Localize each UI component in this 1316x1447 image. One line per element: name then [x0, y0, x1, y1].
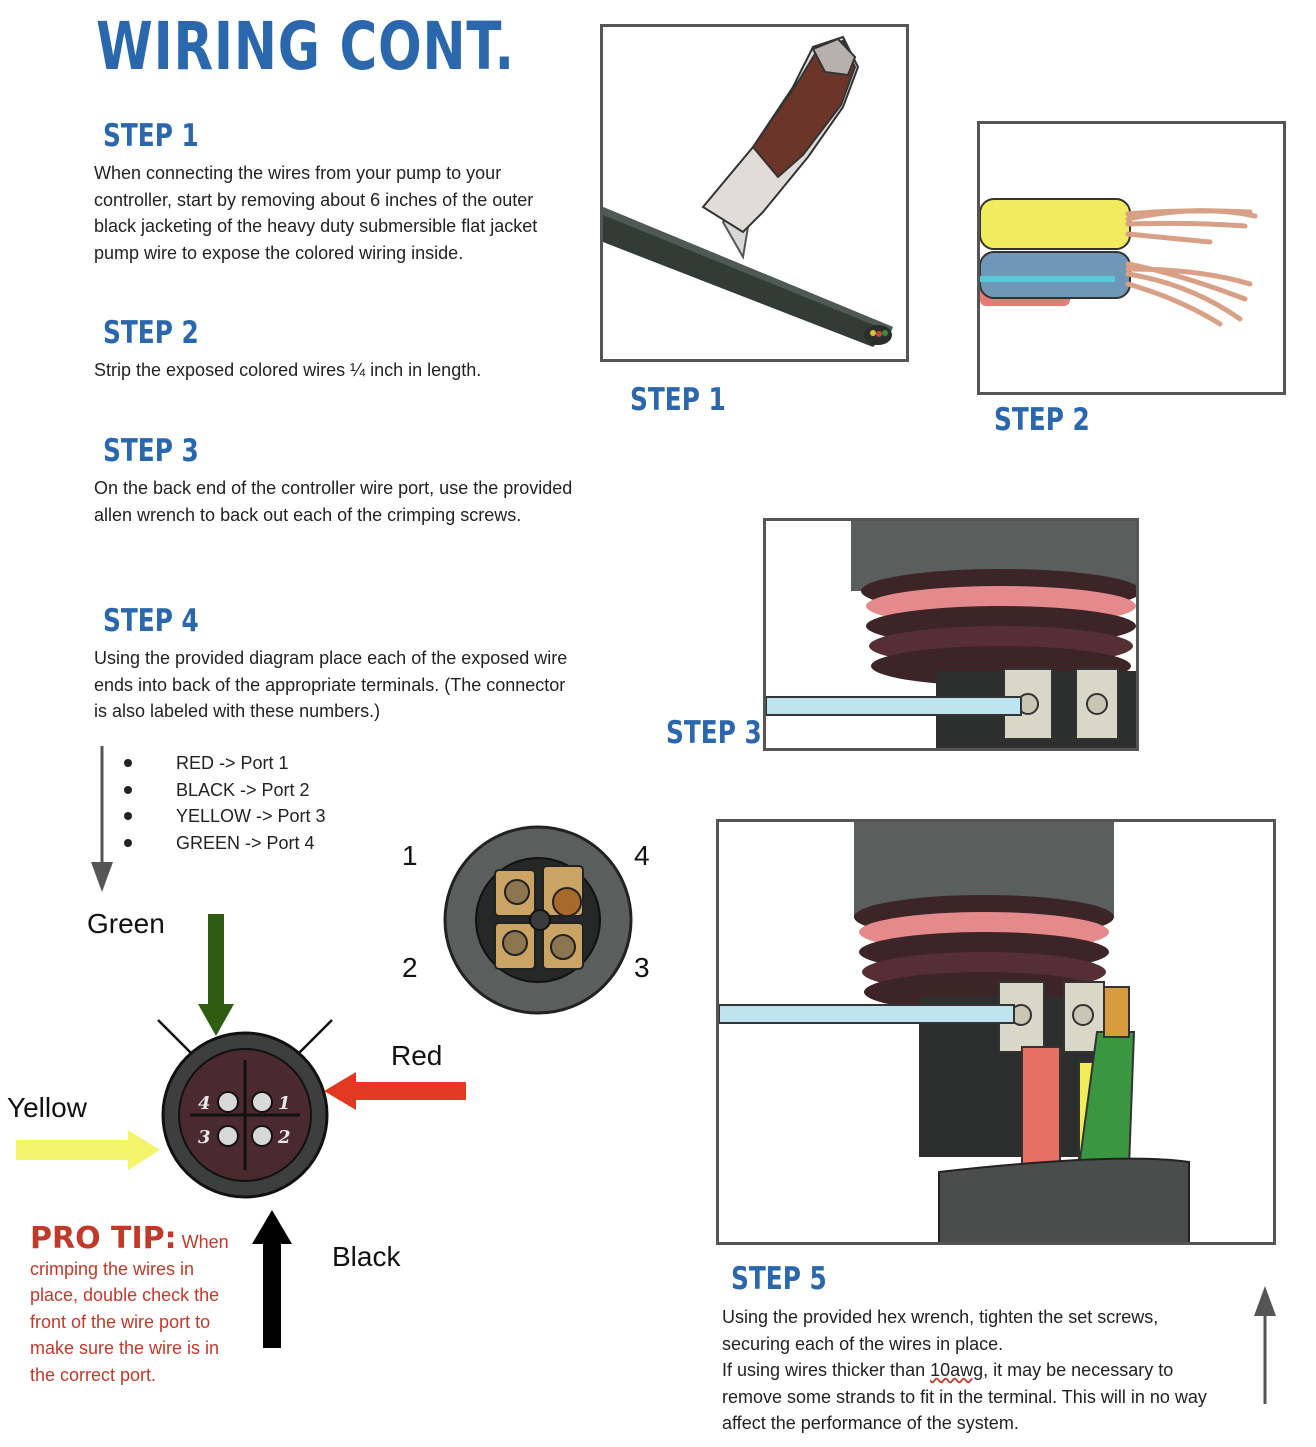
step1-text: When connecting the wires from your pump…	[94, 163, 538, 263]
connector-number-3: 3	[634, 952, 650, 983]
label-black: Black	[332, 1241, 401, 1272]
step5-figure	[716, 819, 1276, 1245]
connector-number-4: 4	[634, 840, 650, 871]
step1-caption: STEP 1	[630, 382, 726, 418]
port-diagram: 4 1 3 2	[157, 1019, 333, 1199]
spellcheck-flag: 10awg	[930, 1360, 984, 1380]
list-item: YELLOW -> Port 3	[120, 803, 326, 830]
up-arrow-icon	[1254, 1286, 1276, 1404]
diagram-number-1: 1	[278, 1093, 291, 1114]
black-arrow-icon	[252, 1210, 292, 1348]
step2-text: Strip the exposed colored wires ¼ inch i…	[94, 360, 482, 380]
step5-caption: STEP 5	[731, 1261, 827, 1297]
step2-figure	[977, 121, 1286, 395]
step1-heading: STEP 1	[103, 118, 199, 154]
step3-figure	[763, 518, 1139, 751]
pro-tip: PRO TIP: When crimping the wires in plac…	[30, 1221, 229, 1385]
down-arrow-icon	[91, 746, 113, 892]
port-list: RED -> Port 1 BLACK -> Port 2 YELLOW -> …	[120, 750, 326, 856]
red-arrow-icon	[324, 1072, 466, 1110]
step5-text: Using the provided hex wrench, tighten t…	[722, 1307, 1207, 1433]
step3-caption: STEP 3	[666, 715, 762, 751]
step4-text: Using the provided diagram place each of…	[94, 648, 568, 721]
list-item: GREEN -> Port 4	[120, 830, 326, 857]
green-arrow-icon	[198, 914, 234, 1036]
step3-heading: STEP 3	[103, 433, 199, 469]
step3-text: On the back end of the controller wire p…	[94, 478, 573, 525]
step2-heading: STEP 2	[103, 315, 199, 351]
yellow-arrow-icon	[16, 1130, 160, 1170]
step1-figure	[600, 24, 909, 362]
diagram-number-2: 2	[277, 1127, 291, 1148]
connector-number-2: 2	[402, 952, 418, 983]
label-green: Green	[87, 908, 165, 939]
list-item: BLACK -> Port 2	[120, 777, 326, 804]
step4-heading: STEP 4	[103, 603, 199, 639]
label-yellow: Yellow	[7, 1092, 87, 1123]
connector-photo	[443, 825, 633, 1015]
step2-caption: STEP 2	[994, 402, 1090, 438]
label-red: Red	[391, 1040, 443, 1071]
diagram-number-4: 4	[198, 1093, 211, 1114]
page-title: WIRING CONT.	[96, 8, 515, 85]
pro-tip-heading: PRO TIP:	[30, 1221, 177, 1256]
connector-number-1: 1	[402, 840, 418, 871]
diagram-number-3: 3	[198, 1127, 211, 1148]
list-item: RED -> Port 1	[120, 750, 326, 777]
